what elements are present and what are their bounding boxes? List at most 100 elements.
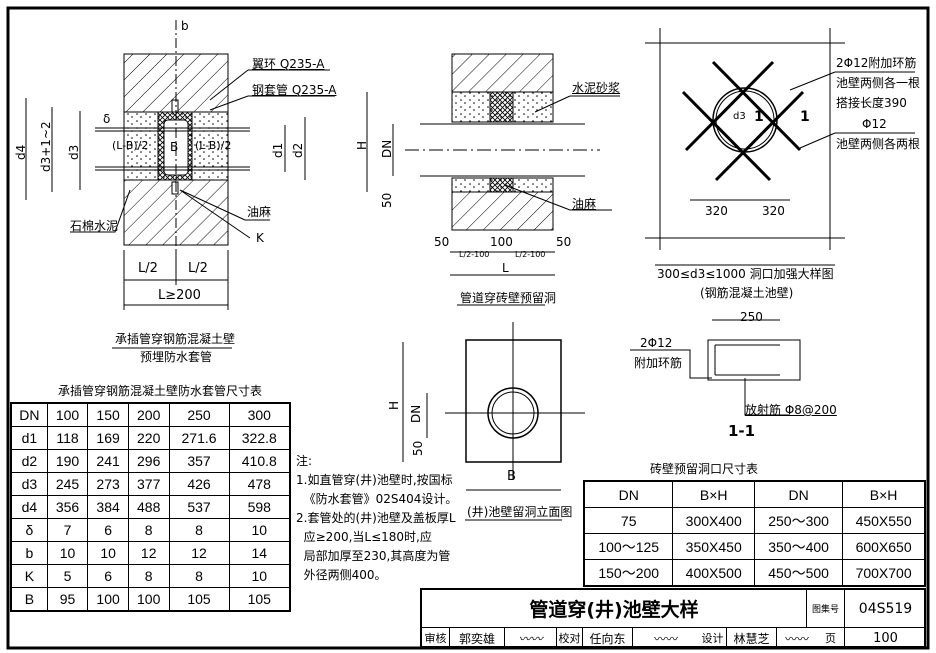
dim-d1-label: d1 [271,142,285,158]
table-cell: 350～400 [753,533,844,560]
table-cell: 100 [127,587,170,612]
table-cell: 478 [228,472,291,496]
dim-H3-label: H [387,400,401,410]
dim-lb-left-label: (L-B)/2 [112,139,149,152]
dim-d2-label: d2 [291,142,305,158]
drawing2-title: 管道穿砖壁预留洞 [460,291,557,305]
reviewer-signature: 〰〰 [505,628,557,648]
table-cell: 169 [87,426,129,450]
check-label: 校对 [557,628,583,648]
table2-title: 砖壁预留洞口尺寸表 [650,462,759,476]
note-line: 应≥200,当L≤180时,应 [296,530,432,544]
table-cell: b [10,541,48,565]
drawing1-title: 承插管穿钢筋混凝土壁 [115,332,236,346]
table-cell: 220 [127,426,170,450]
dim-b-label: b [181,19,189,33]
table-cell: DN [10,402,48,427]
table-cell: 100 [87,587,129,612]
table-cell: d1 [10,426,48,450]
table-cell: 7 [46,518,89,542]
note-line: 2.套管处的(井)池壁及盖板厚L [296,511,456,525]
table-cell: 400X500 [672,559,755,587]
reviewer-name: 郭奕雄 [450,628,505,648]
drawing1-subtitle: 预埋防水套管 [140,350,213,364]
table-cell: 8 [127,564,170,588]
dim-50-v-label: 50 [380,192,394,208]
table-cell: 356 [46,495,89,519]
dim-k-label: K [256,231,264,245]
table-cell: 100～125 [583,533,674,560]
table-cell: 296 [127,449,170,473]
steel-sleeve-label: 钢套管 Q235-A [252,83,337,97]
dim-DN3-label: DN [409,404,423,423]
table-cell: 5 [46,564,89,588]
table-cell: 537 [168,495,230,519]
section-mark-2: 1 [800,109,810,125]
drawing4-subtitle: (钢筋混凝土池壁) [700,286,794,300]
note-line: 1.如直管穿(井)池壁时,按国标 [296,473,453,487]
table-cell: 150～200 [583,559,674,587]
notes: 注: 1.如直管穿(井)池壁时,按国标 《防水套管》02S404设计。 2.套管… [296,452,457,585]
table-cell: 350X450 [672,533,755,560]
table-cell: 300X400 [672,507,755,534]
table-cell: B [10,587,48,612]
title-block: 管道穿(井)池壁大样 图集号 04S519 审核 郭奕雄 〰〰 校对 任向东 〰… [420,588,926,648]
table-cell: 384 [87,495,129,519]
section-label-2phi12: 2Φ12 [640,336,673,350]
notes-heading: 注: [296,454,313,468]
table-cell: 12 [127,541,170,565]
table-cell: 6 [87,518,129,542]
table-cell: 6 [87,564,129,588]
table-cell: 245 [46,472,89,496]
rebar-note-4: Φ12 [862,117,887,131]
page-label: 页 [817,628,845,648]
dim-DN-label: DN [380,139,394,158]
dim-half-right-label: L/2 [188,261,208,276]
table-cell: 410.8 [228,449,291,473]
asbestos-cement-label: 石棉水泥 [70,219,119,233]
table-cell: 250～300 [753,507,844,534]
drawing3-title: (井)池壁留洞立面图 [467,505,573,519]
table-cell: 450～500 [753,559,844,587]
table-cell: 150 [87,402,129,427]
sleeve-section-drawing [25,20,335,349]
section-11-title: 1-1 [728,422,756,440]
dim-100-label: 100 [490,235,513,249]
dim-d3-label: d3 [67,144,81,160]
dim-H-label: H [355,140,369,150]
table-cell: 488 [127,495,170,519]
dim-B3-label: B [507,469,516,484]
table-cell: 241 [87,449,129,473]
table-cell: DN [583,480,674,508]
table-cell: 357 [168,449,230,473]
section-mark-1: 1 [754,109,764,125]
checker-signature: 〰〰 [653,631,678,646]
checker-name: 任向东 [583,628,633,648]
dim-320-left: 320 [705,204,728,218]
table-cell: 10 [228,564,291,588]
table-cell: 12 [168,541,230,565]
table-cell: 377 [127,472,170,496]
table-cell: 118 [46,426,89,450]
section-dim-250: 250 [740,310,763,324]
reinforcement-detail-drawing [630,28,915,416]
designer-name: 林慧芝 [727,628,777,648]
note-line: 外径两侧400。 [296,568,387,582]
section-label-radial-bar: 放射筋 Φ8@200 [745,403,837,417]
dim-l2-left-label: L/2-100 [459,250,490,259]
dim-d3-12-label: d3+1~2 [39,121,53,172]
rebar-note-3: 搭接长度390 [836,96,907,110]
table-cell: 273 [87,472,129,496]
page-number: 100 [873,630,898,646]
